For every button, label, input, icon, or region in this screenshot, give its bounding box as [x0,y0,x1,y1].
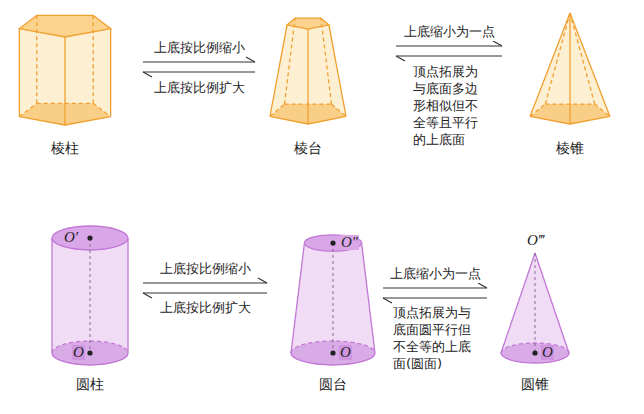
point-label: O″ [340,235,359,250]
arrow-label: 顶点拓展为与底面多边形相似但不全等且平行的上底面 [412,64,486,148]
solid-caption: 棱柱 [51,140,79,157]
lateral-edge [19,29,20,117]
generatrix [535,253,569,353]
lateral-edge [307,29,308,124]
lateral-edge [93,15,94,103]
transform-arrow [396,41,502,46]
lateral-edge [545,13,570,104]
solid-caption: 圆台 [319,376,347,393]
generatrix [127,238,128,353]
axis-line [535,253,536,353]
lateral-edge [570,13,610,116]
base-edge [284,103,331,104]
top-face [19,15,110,37]
cone-frustum-figure [270,228,380,400]
solid-node: 圆柱 [40,228,140,400]
base-edge [65,117,111,125]
transform-arrow [383,298,487,303]
transform-arrow [143,72,255,77]
transform-arrow [383,283,487,288]
lateral-edge [570,13,595,104]
center-dot [532,350,537,355]
lateral-edge [110,29,111,117]
lateral-edge [64,37,65,125]
arrow-label: 上底缩小为一点 [403,24,496,41]
solid-node: 棱柱 [5,8,140,158]
base-face [52,341,128,365]
solid-caption: 圆锥 [521,376,549,393]
lateral-edge [569,13,570,124]
generatrix [362,243,375,353]
arrow-label: 上底按比例扩大 [153,80,246,97]
solid-caption: 圆柱 [76,376,104,393]
center-dot [87,350,92,355]
point-label: O [72,345,85,360]
solid-body [52,238,128,365]
lateral-edge [284,18,295,104]
arrow-label: 上底按比例扩大 [159,300,252,317]
point-label: O‴ [526,233,545,248]
base-edge [19,117,65,125]
arrow-label: 上底缩小为一点 [389,266,482,283]
solid-body [270,18,346,124]
top-face [304,235,361,251]
solid-node: 圆台 [270,228,380,400]
point-label: O [339,345,352,360]
lateral-edge [329,25,346,117]
generatrix [291,243,304,353]
transform-arrow [396,56,502,61]
base-edge [37,103,93,104]
solid-body [291,243,375,365]
solid-node: 棱台 [258,8,393,158]
lateral-edge [530,13,570,116]
cone-figure [490,228,590,400]
solid-node: 圆锥 [490,228,590,400]
lateral-edge [36,15,37,103]
solid-caption: 棱台 [294,140,322,157]
base-edge [570,116,610,124]
base-edge [270,116,308,124]
prism-figure [5,8,140,158]
base-face [291,341,375,365]
base-edge [545,103,594,104]
base-edge [530,116,570,124]
arrow-label: 顶点拓展为与底面圆平行但不全等的上底面(圆面) [392,305,478,373]
cylinder-figure [40,228,140,400]
solid-body [501,253,569,363]
solid-node: 棱锥 [505,8,635,158]
point-label: O′ [63,230,79,245]
axis-line [90,238,91,353]
pyramid-figure [505,8,635,158]
point-label: O [541,345,554,360]
base-edge [93,103,110,116]
center-dot [330,350,335,355]
base-edge [308,116,346,124]
center-dot [87,235,92,240]
solid-caption: 棱锥 [556,140,584,157]
center-dot [330,240,335,245]
transform-arrow [143,278,267,283]
generatrix [51,238,52,353]
solid-body [19,15,110,125]
solid-body [530,13,610,124]
base-edge [19,103,36,116]
axis-line [333,243,334,353]
transform-arrow [143,293,267,298]
arrow-label: 上底按比例缩小 [159,261,252,278]
frustum-figure [258,8,393,158]
transform-arrow [143,57,255,62]
arrow-label: 上底按比例缩小 [153,40,246,57]
generatrix [501,253,535,353]
